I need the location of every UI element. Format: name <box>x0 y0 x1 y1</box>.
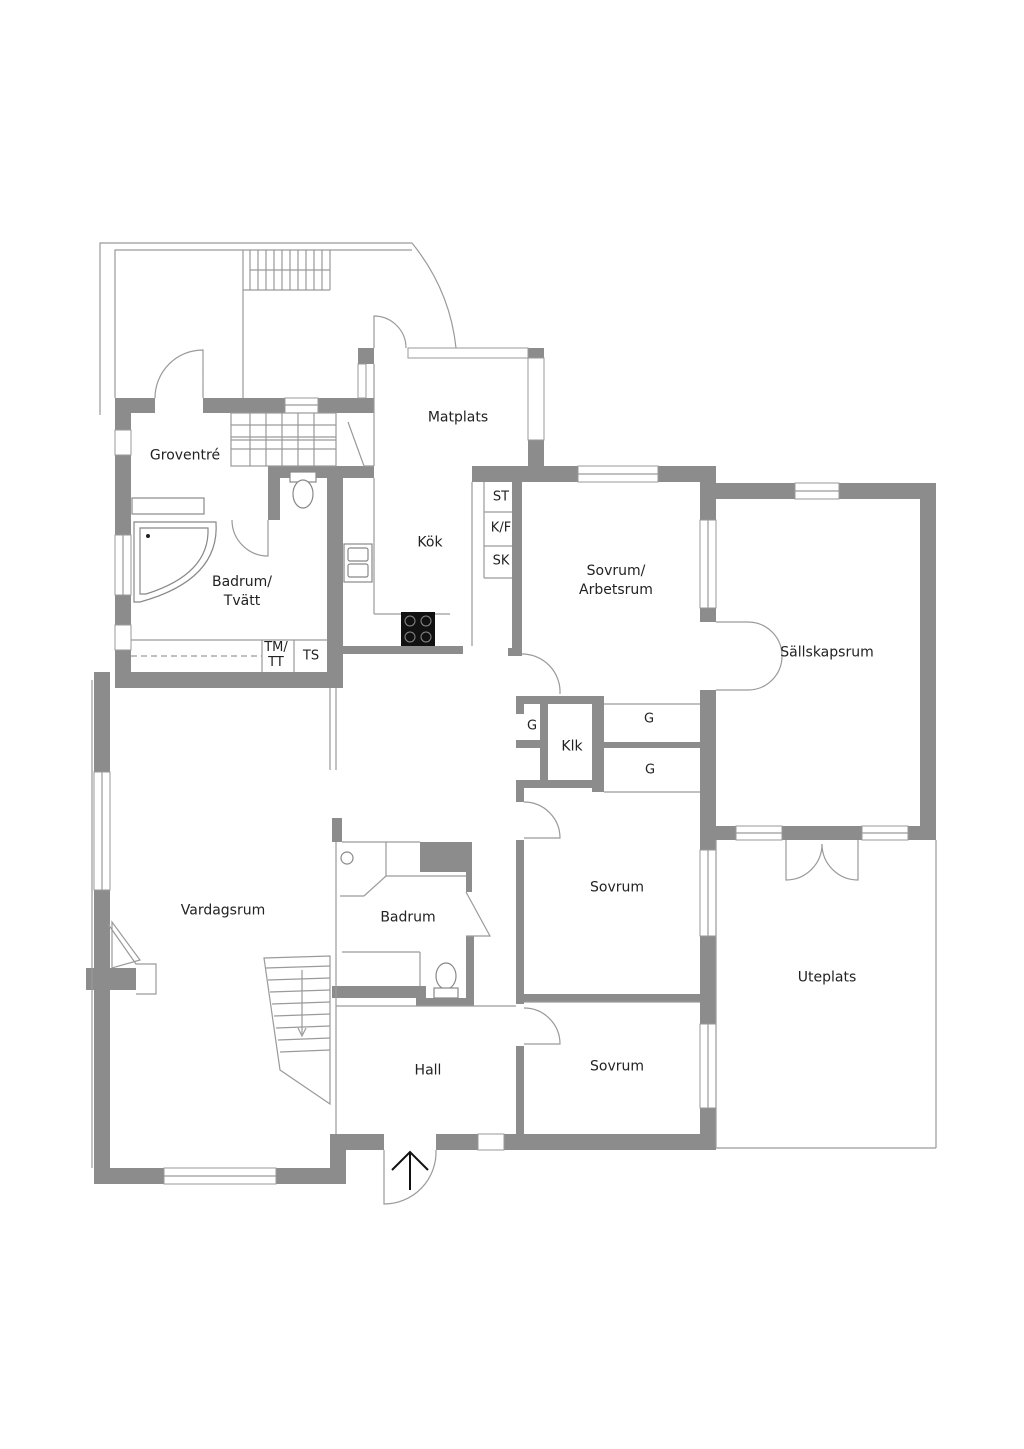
inner-stairs-groventre <box>230 412 337 467</box>
room-label-matplats: Matplats <box>427 409 489 426</box>
fixture-label-sk: SK <box>492 553 510 569</box>
fixture-label-g-closet-small: G <box>526 718 538 734</box>
room-label-kok: Kök <box>417 534 443 551</box>
room-label-vardagsrum: Vardagsrum <box>180 902 266 919</box>
fixture-label-g-closet-lower: G <box>644 762 656 778</box>
radiator <box>131 497 205 515</box>
fixture-label-kf: K/F <box>490 520 512 536</box>
doors <box>107 421 859 1205</box>
room-label-hall: Hall <box>414 1062 442 1079</box>
fixtures <box>131 471 459 999</box>
kitchen-sink <box>343 543 373 583</box>
walls <box>86 348 936 1184</box>
stove <box>401 612 435 646</box>
room-label-groventre: Groventré <box>149 447 221 464</box>
room-label-sovrum-arbetsrum: Sovrum/ Arbetsrum <box>579 563 653 598</box>
room-label-klk: Klk <box>561 738 583 755</box>
room-label-sovrum-lower: Sovrum <box>589 1058 645 1075</box>
outer-stairs <box>249 250 330 290</box>
room-label-badrum-tvatt: Badrum/ Tvätt <box>211 574 273 609</box>
toilet-lower <box>433 962 459 999</box>
room-label-uteplats: Uteplats <box>797 969 857 986</box>
fixture-label-g-closet-upper: G <box>643 711 655 727</box>
north-terrace <box>99 242 457 415</box>
fixture-label-tm-tt: TM/ TT <box>264 640 288 670</box>
room-label-sovrum-middle: Sovrum <box>589 879 645 896</box>
washbasin-lower <box>340 851 354 865</box>
windows <box>93 347 909 1185</box>
entrance-arrow-icon <box>391 1150 429 1190</box>
fixture-label-st: ST <box>492 489 510 505</box>
room-label-sallskapsrum: Sällskapsrum <box>780 644 874 661</box>
corner-bathtub <box>133 521 217 603</box>
fixture-label-ts: TS <box>302 648 320 664</box>
room-label-badrum: Badrum <box>380 909 436 926</box>
toilet-upper <box>289 471 317 509</box>
inner-stairs-vardagsrum <box>263 955 331 1106</box>
partitions <box>131 364 937 1149</box>
